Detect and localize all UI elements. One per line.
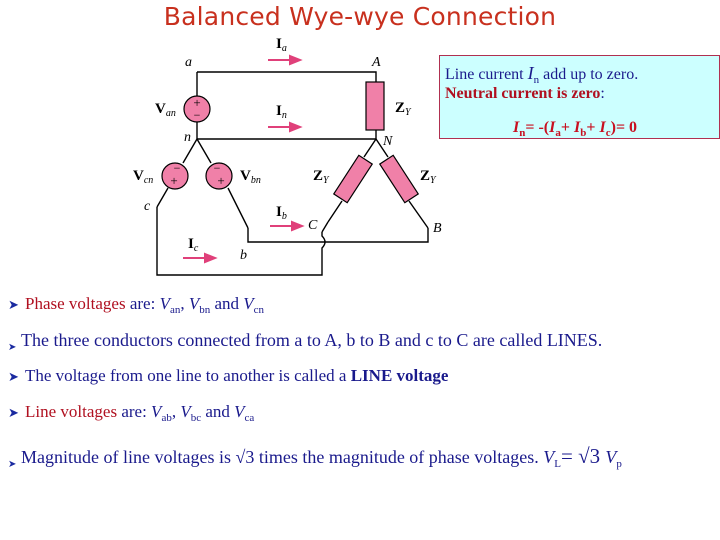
info-line-neutral: Neutral current is zero:	[445, 85, 605, 102]
voltage-source-vcn	[161, 162, 189, 190]
impedance-label-c: ZY	[313, 168, 330, 186]
source-label-van: Van	[155, 101, 176, 119]
svg-text:−: −	[174, 161, 181, 175]
arrowhead-bullet-icon: ➤	[8, 297, 19, 312]
plus-sign: +	[193, 95, 200, 110]
node-label-N: N	[382, 134, 393, 149]
svg-text:+: +	[170, 173, 177, 188]
bullet-line-voltages: ➤Line voltages are: Vab, Vbc and Vca	[8, 402, 255, 424]
impedance-label-b: ZY	[420, 168, 437, 186]
node-label-B: B	[433, 221, 442, 236]
bullet-lines-definition: ➤The three conductors connected from a t…	[8, 330, 603, 353]
arrowhead-bullet-icon: ➤	[8, 405, 19, 420]
impedance-c	[332, 154, 374, 204]
arrowhead-bullet-icon: ➤	[8, 459, 17, 470]
node-label-b: b	[240, 248, 247, 263]
node-label-C: C	[308, 218, 318, 233]
bullet-line-voltage-definition: ➤The voltage from one line to another is…	[8, 366, 449, 385]
neutral-current-info-box: Line current In add up to zero. Neutral …	[439, 55, 720, 139]
current-label-ic: Ic	[188, 236, 199, 254]
svg-text:+: +	[217, 173, 224, 188]
arrowhead-bullet-icon: ➤	[8, 369, 19, 384]
bullet-line-voltage-magnitude: ➤Magnitude of line voltages is √3 times …	[8, 444, 622, 470]
current-label-in: In	[276, 103, 287, 121]
current-label-ia: Ia	[276, 36, 287, 54]
impedance-label-a: ZY	[395, 100, 412, 118]
impedance-b	[378, 154, 420, 204]
slide-title: Balanced Wye-wye Connection	[163, 2, 557, 31]
wye-wye-circuit-diagram: + − − + − + Ia In Ib Ic Van Vcn Vbn ZY Z…	[133, 36, 442, 276]
impedance-a	[365, 81, 385, 131]
source-label-vcn: Vcn	[133, 168, 153, 186]
arrowhead-bullet-icon: ➤	[8, 342, 17, 353]
neutral-current-equation: In= -(Ia+ Ib+ Ic)= 0	[513, 119, 638, 139]
minus-sign: −	[194, 108, 201, 122]
svg-text:−: −	[214, 161, 221, 175]
voltage-source-van	[183, 95, 211, 123]
info-line-current: Line current In add up to zero.	[445, 63, 639, 86]
node-label-A: A	[371, 55, 381, 70]
node-label-a: a	[185, 55, 192, 70]
current-label-ib: Ib	[276, 204, 287, 222]
node-label-n: n	[184, 130, 191, 145]
bullet-phase-voltages: ➤Phase voltages are: Van, Vbn and Vcn	[8, 294, 265, 316]
node-label-c: c	[144, 199, 151, 214]
source-label-vbn: Vbn	[240, 168, 261, 186]
voltage-source-vbn	[205, 162, 233, 190]
